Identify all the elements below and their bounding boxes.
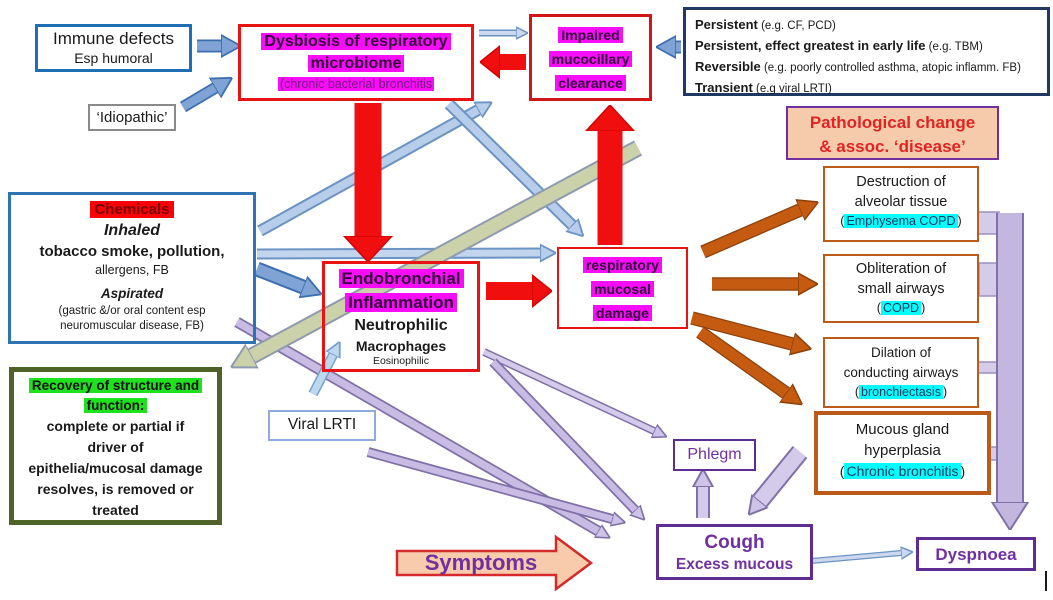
chemicals-box: Chemicals Inhaled tobacco smoke, polluti… (8, 192, 256, 344)
arrow-dysbiosis-to-resp-damage (444, 99, 572, 225)
recovery-title-line2: function: (83, 398, 148, 413)
persistence-line: Persistent (e.g. CF, PCD) (695, 17, 836, 32)
dysbiosis-line1: Dysbiosis of respiratory (261, 33, 451, 50)
aspirated-line2: neuromuscular disease, FB) (60, 320, 204, 332)
inhaled-label: Inhaled (103, 222, 160, 239)
symptoms-label: Symptoms (424, 550, 538, 575)
aspirated-line1: (gastric &/or oral content esp (58, 305, 206, 317)
dysbiosis-line3: (chronic bacterial bronchitis (277, 77, 435, 91)
arrow-cough-to-dyspnoea (799, 553, 901, 565)
dilation-conducting-airways-box: Dilation of conducting airways (bronchie… (823, 337, 979, 408)
dyspnoea-label: Dyspnoea (935, 545, 1017, 564)
copd-tag: COPD (880, 301, 922, 315)
endobronchial-line1: Endobronchial (338, 269, 464, 288)
endobronchial-line2: Inflammation (345, 293, 457, 312)
immune-defects-sub: Esp humoral (74, 50, 153, 66)
recovery-box: Recovery of structure and function: comp… (9, 367, 222, 525)
viral-lrti-box: Viral LRTI (268, 410, 376, 441)
obliteration-small-airways-box: Obliteration of small airways (COPD) (823, 254, 979, 323)
arrow-chemicals-to-resp-damage (256, 253, 540, 254)
aspirated-label: Aspirated (100, 286, 164, 301)
arrow-chemicals-to-endobronchial (254, 262, 303, 287)
arrow-viral-lrti-to-cough (366, 447, 612, 519)
impaired-clearance-box: Impaired mucocillary clearance (529, 14, 652, 101)
recovery-title-line1: Recovery of structure and (28, 378, 203, 393)
phlegm-label: Phlegm (687, 446, 742, 463)
arrow-resp-damage-to-dilation (690, 311, 792, 344)
arrow-resp-damage-to-recovery (252, 140, 643, 356)
excess-mucous-label: Excess mucous (675, 556, 794, 573)
destruction-alveolar-box: Destruction of alveolar tissue (Emphysem… (823, 166, 979, 242)
emphysema-copd-tag: Emphysema COPD (844, 214, 958, 228)
inhaled-line2: allergens, FB (95, 263, 169, 277)
respiratory-mucosal-damage-box: respiratory mucosal damage (557, 247, 688, 329)
mucous-gland-hyperplasia-box: Mucous gland hyperplasia (Chronic bronch… (814, 411, 991, 495)
arrow-mucous-gland-to-cough (760, 445, 808, 501)
resp-damage-line3: damage (593, 305, 652, 321)
inhaled-line1: tobacco smoke, pollution, (39, 243, 225, 260)
dyspnoea-box: Dyspnoea (916, 537, 1036, 571)
arrow-idiopathic-to-dysbiosis (179, 88, 215, 113)
dysbiosis-box: Dysbiosis of respiratory microbiome (chr… (238, 24, 474, 101)
arrow-resp-damage-to-destruction (700, 210, 800, 259)
pathological-change-label: Pathological change & assoc. ‘disease’ (786, 106, 999, 160)
neutrophilic-label: Neutrophilic (354, 317, 448, 334)
symptoms-banner-arrow (395, 534, 594, 592)
impaired-line1: Impaired (558, 27, 623, 43)
chemicals-title: Chemicals (90, 201, 174, 218)
viral-lrti-label: Viral LRTI (287, 416, 357, 433)
persistence-line: Persistent, effect greatest in early lif… (695, 38, 983, 53)
impaired-line3: clearance (555, 75, 626, 91)
resp-damage-line1: respiratory (582, 257, 663, 273)
persistence-list-box: Persistent (e.g. CF, PCD) Persistent, ef… (683, 7, 1050, 96)
endobronchial-inflammation-box: Endobronchial Inflammation Neutrophilic … (322, 261, 480, 372)
arrow-endobronchial-to-phlegm (482, 348, 654, 431)
persistence-line: Reversible (e.g. poorly controlled asthm… (695, 59, 1021, 74)
immune-defects-title: Immune defects (53, 29, 174, 48)
eosinophilic-label: Eosinophilic (372, 355, 430, 367)
phlegm-box: Phlegm (673, 439, 756, 471)
cough-box: Cough Excess mucous (656, 524, 813, 580)
bronchiectasis-tag: bronchiectasis (859, 385, 943, 399)
arrow-endobronchial-to-cough (489, 358, 635, 510)
idiopathic-label: ‘Idiopathic’ (96, 109, 168, 126)
idiopathic-box: ‘Idiopathic’ (88, 104, 176, 131)
arrow-viral-lrti-to-endobronchial (308, 355, 333, 397)
cough-label: Cough (704, 532, 765, 553)
macrophages-label: Macrophages (355, 338, 447, 354)
chronic-bronchitis-tag: Chronic bronchitis (844, 463, 961, 479)
arrow-resp-damage-to-mucous-gland (696, 326, 786, 393)
resp-damage-line2: mucosal (591, 281, 654, 297)
immune-defects-box: Immune defects Esp humoral (35, 24, 192, 72)
dysbiosis-line2: microbiome (307, 55, 405, 72)
persistence-line: Transient (e.g viral LRTI) (695, 80, 832, 95)
impaired-line2: mucocillary (548, 51, 633, 67)
